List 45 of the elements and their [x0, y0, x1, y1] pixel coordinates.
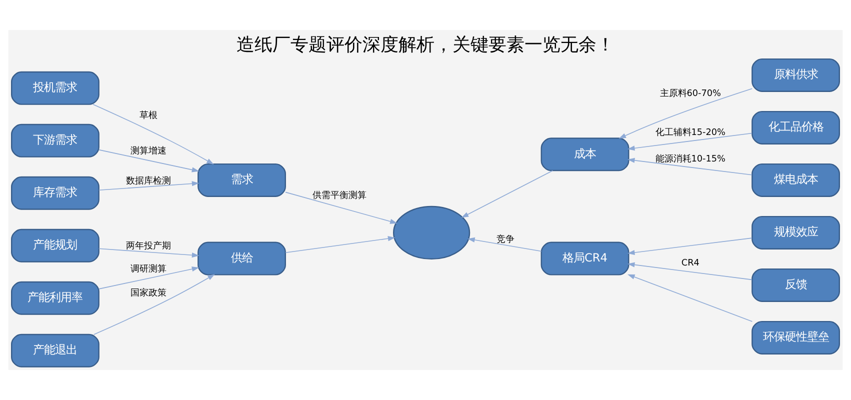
arrow: [285, 236, 396, 254]
arrow: [618, 88, 752, 139]
edge-label: 供需平衡测算: [312, 190, 366, 201]
edge-label: 国家政策: [130, 288, 166, 299]
arrow: [627, 158, 752, 176]
edge-label: 能源消耗10-15%: [655, 154, 726, 164]
node-box: 成本: [540, 138, 630, 172]
node-box: 化工品价格: [752, 110, 840, 144]
node-box: 煤电成本: [752, 163, 840, 197]
arrow: [285, 192, 398, 224]
diagram-title: 造纸厂专题评价深度解析，关键要素一览无余！: [236, 36, 614, 56]
node-box: 原料供求: [752, 58, 840, 92]
node-box: 供给: [198, 242, 286, 276]
arrow: [627, 132, 752, 151]
arrow: [93, 274, 215, 335]
edge-label: 两年投产期: [126, 242, 171, 252]
node-box: 规模效应: [752, 216, 840, 250]
edge-label: 数据库检测: [126, 176, 171, 186]
arrow: [92, 104, 214, 164]
edge-label: 化工辅料15-20%: [655, 128, 726, 138]
node-box: 产能退出: [11, 334, 100, 368]
edge-label: 测算增速: [130, 146, 166, 156]
node-box: 产能规划: [11, 228, 100, 262]
arrow: [98, 149, 200, 172]
edge-label: 主原料60-70%: [660, 89, 722, 100]
arrow: [98, 181, 200, 191]
node-box: 反馈: [752, 268, 840, 302]
edge-label: 草根: [139, 110, 158, 121]
node-box: 库存需求: [11, 176, 100, 210]
arrow: [628, 274, 753, 322]
node-box: 下游需求: [11, 124, 100, 158]
arrow: [98, 248, 200, 258]
edge-label: 竞争: [496, 235, 514, 246]
node-box: 格局CR4: [540, 242, 630, 276]
node-box: 需求: [198, 163, 286, 197]
arrow: [468, 237, 542, 252]
node-box: 投机需求: [11, 71, 100, 105]
arrow: [627, 262, 752, 280]
node-box: 产能利用率: [11, 281, 100, 315]
edge-label: 调研测算: [130, 264, 166, 274]
arrow: [627, 238, 752, 256]
edge-label: CR4: [681, 258, 700, 269]
node-box: 环保硬性壁垒: [752, 320, 840, 354]
arrow: [461, 170, 554, 218]
arrow: [98, 266, 200, 290]
